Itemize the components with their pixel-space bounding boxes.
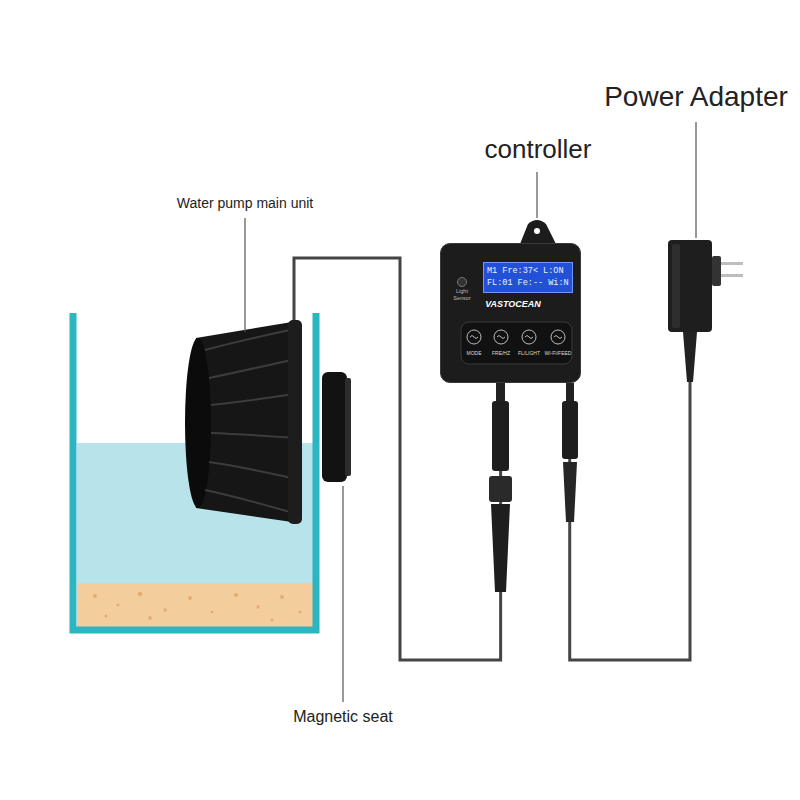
power-plug [562, 383, 578, 522]
button-panel [461, 322, 572, 364]
pump-unit: Water pump main unit [185, 325, 300, 520]
lcd-line: M1 Fre:37< L:ON [487, 266, 564, 276]
pump-plug [489, 383, 512, 592]
plug-nut [489, 476, 512, 502]
sand-grain [163, 608, 167, 612]
callout-label: Power Adapter [604, 80, 788, 114]
pump-rib [209, 360, 292, 378]
sand-grain [234, 593, 238, 597]
sand-grain [148, 616, 152, 620]
button-glyph [554, 336, 562, 339]
plug-tail [563, 462, 577, 522]
tank-wall [73, 313, 316, 630]
adapter-prong-base [712, 256, 721, 286]
pump-rib [205, 490, 290, 512]
button-glyph [497, 336, 505, 339]
adapter-prong [721, 262, 743, 265]
pump-ribs [205, 330, 294, 512]
button-label: FRE/HZ [492, 350, 510, 356]
sand-grain [280, 595, 284, 599]
button-ring [522, 330, 536, 344]
sensor-label: Light Sensor [450, 288, 474, 301]
magnetic-seat [322, 372, 347, 482]
pump-rib [205, 330, 290, 350]
button-label: MODE [467, 350, 482, 356]
controller-face [441, 244, 582, 384]
leader-line [536, 172, 537, 218]
leader-line [244, 218, 245, 332]
plug-sleeve [492, 401, 509, 471]
button-icon [522, 330, 536, 344]
cable [570, 382, 690, 660]
button-glyph [470, 336, 478, 339]
pump-face [185, 338, 211, 508]
button-icon [467, 330, 481, 344]
button-ring [467, 330, 481, 344]
sand-grain [105, 615, 108, 618]
sand-grain [138, 592, 142, 596]
leader-line [695, 122, 696, 238]
sand-grain [298, 610, 301, 613]
pump-flange [288, 320, 302, 524]
sand-grain [256, 605, 259, 608]
controller-box: controllerLight SensorM1 Fre:37< L:ONFL:… [440, 243, 581, 383]
callout-label: Water pump main unit [177, 195, 313, 212]
pump-rib [211, 394, 294, 405]
pump-rib [209, 462, 292, 478]
sand-grain [116, 603, 119, 606]
plug-sleeve [562, 401, 578, 459]
power-adapter: Power Adapter [668, 238, 712, 382]
button-label: WI-FI/FEED [545, 350, 572, 356]
adapter-strain-relief [683, 332, 697, 382]
button-ring [551, 330, 565, 344]
adapter-highlight [672, 244, 680, 328]
adapter-prong [721, 274, 743, 277]
sand-grain [211, 611, 214, 614]
button-ring [494, 330, 508, 344]
button-glyph [525, 336, 533, 339]
button-label: FL/LIGHT [518, 350, 540, 356]
controller-tab [520, 220, 556, 244]
adapter-body [668, 240, 712, 332]
button-icon [494, 330, 508, 344]
plug-neck [566, 383, 574, 401]
plug-neck [496, 383, 505, 401]
sand-grain [93, 594, 97, 598]
light-sensor [458, 278, 467, 287]
sand-grain [188, 596, 192, 600]
lcd-line: FL:01 Fe:-- Wi:N [487, 278, 569, 288]
magnetic-seat-rim [345, 378, 351, 476]
callout-label: controller [485, 134, 592, 165]
leader-line [342, 486, 343, 702]
tab-hole [534, 228, 540, 234]
pump-rib [211, 433, 294, 438]
plug-tail [491, 504, 510, 592]
sand-grains [93, 592, 302, 622]
tank-sand [77, 583, 313, 627]
sand-grain [271, 619, 274, 622]
callout-label: Magnetic seat [293, 707, 393, 726]
button-icon [551, 330, 565, 344]
brand-logo: VASTOCEAN [485, 299, 541, 310]
